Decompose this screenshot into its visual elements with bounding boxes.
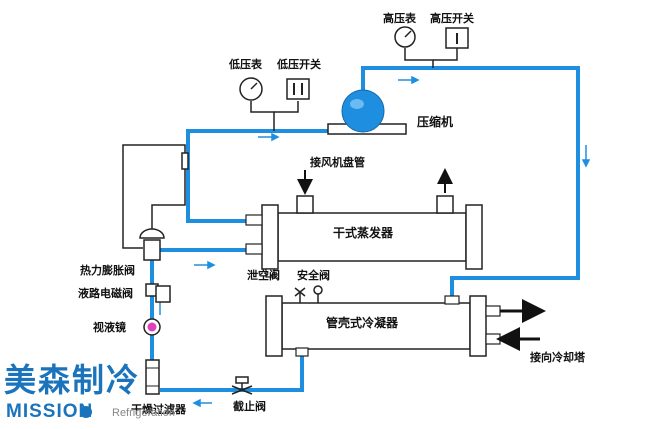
low-pressure-taps <box>250 101 299 131</box>
label-safety-valve: 安全阀 <box>297 269 330 282</box>
label-high-gauge: 高压表 <box>383 12 416 25</box>
discharge-pipe <box>361 66 580 300</box>
label-condenser: 管壳式冷凝器 <box>326 316 399 330</box>
low-pressure-gauge <box>239 77 263 101</box>
pipe-network <box>150 66 580 392</box>
brand-logo-cn: 美森制冷 <box>4 361 141 399</box>
drain-valve <box>294 287 306 303</box>
high-pressure-gauge <box>394 26 416 48</box>
high-pressure-switch <box>445 27 469 49</box>
label-solenoid-valve: 液路电磁阀 <box>78 287 133 300</box>
label-filter-drier: 干燥过滤器 <box>131 403 186 416</box>
label-evaporator: 干式蒸发器 <box>333 226 394 240</box>
sight-glass <box>143 318 161 336</box>
label-fan-coil: 接风机盘管 <box>310 156 365 169</box>
brand-logo-en: MISSION <box>6 401 94 422</box>
solenoid-valve <box>145 283 171 303</box>
brand-mark-icon <box>80 406 92 418</box>
label-low-gauge: 低压表 <box>229 58 262 71</box>
label-high-switch: 高压开关 <box>430 12 474 25</box>
liquid-pipe-bottom <box>160 348 304 392</box>
label-cooling-tower: 接向冷却塔 <box>530 351 585 364</box>
sensing-bulb <box>181 152 189 170</box>
label-stop-valve: 截止阀 <box>233 400 266 413</box>
label-drain-valve: 泄空阀 <box>247 269 280 282</box>
thermal-expansion-valve <box>139 228 165 261</box>
filter-drier <box>145 359 160 395</box>
compressor <box>327 89 407 135</box>
stop-valve <box>231 376 253 395</box>
high-pressure-taps <box>404 48 458 68</box>
label-low-switch: 低压开关 <box>277 58 321 71</box>
safety-valve <box>313 285 323 303</box>
label-sight-glass: 视液镜 <box>93 321 126 334</box>
shell-tube-condenser <box>265 295 501 357</box>
dry-evaporator <box>245 195 483 278</box>
suction-pipe <box>186 129 335 223</box>
sensing-line <box>122 144 186 249</box>
label-compressor: 压缩机 <box>417 115 454 129</box>
equalizer-line <box>151 169 186 238</box>
brand-logo-sub: Refrigeration <box>112 407 175 419</box>
low-pressure-switch <box>286 78 310 100</box>
label-expansion-valve: 热力膨胀阀 <box>80 264 135 277</box>
